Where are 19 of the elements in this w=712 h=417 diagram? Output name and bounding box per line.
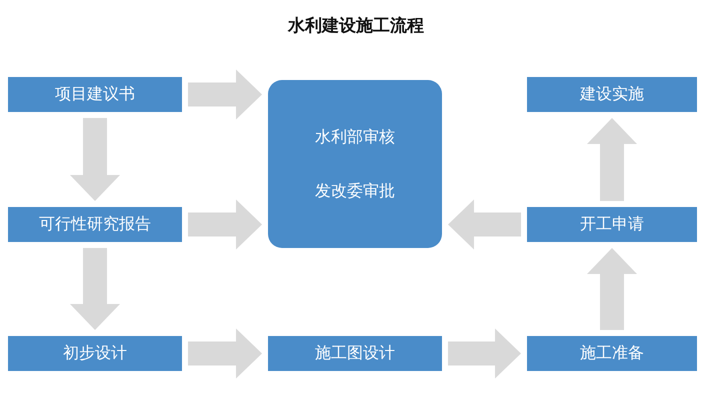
block-arrow: [188, 70, 262, 120]
process-box: 建设实施: [527, 77, 697, 112]
block-arrow: [70, 118, 120, 201]
process-box: 初步设计: [8, 336, 182, 371]
title: 水利建设施工流程: [286, 15, 425, 37]
process-box: 施工图设计: [268, 336, 442, 371]
block-arrow: [587, 248, 637, 330]
block-arrow: [448, 328, 521, 378]
block-arrow: [188, 328, 262, 378]
block-arrow: [587, 118, 637, 201]
process-box: 开工申请: [527, 207, 697, 242]
process-box: 项目建议书: [8, 77, 182, 112]
block-arrow: [188, 200, 262, 250]
process-box: [268, 80, 442, 248]
box-text: 水利部审核: [315, 126, 395, 148]
process-box: 可行性研究报告: [8, 207, 182, 242]
process-box: 施工准备: [527, 336, 697, 371]
box-text: 发改委审批: [315, 180, 395, 202]
block-arrow: [70, 248, 120, 330]
